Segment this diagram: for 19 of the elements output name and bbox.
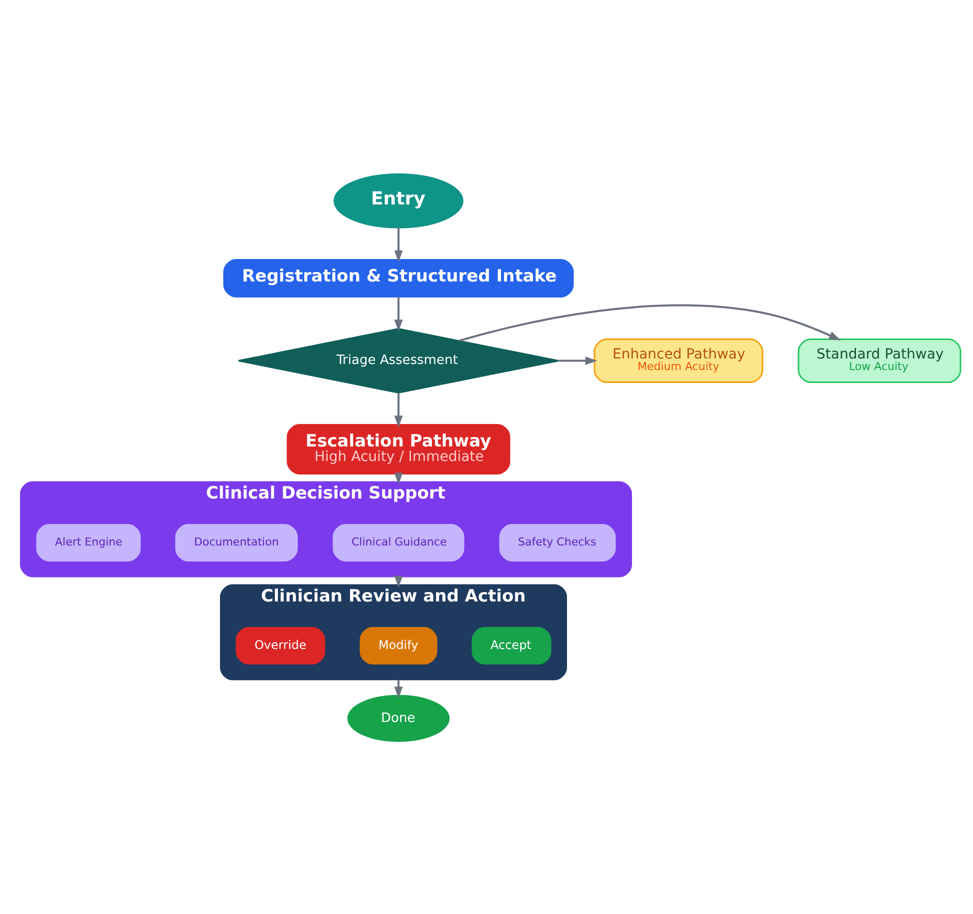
node-box: Modify bbox=[360, 626, 438, 664]
node-box: Accept bbox=[472, 626, 552, 664]
node-diamond: Triage Assessment bbox=[238, 327, 560, 393]
arrow bbox=[458, 304, 841, 342]
node-box: Standard Pathway Low Acuity bbox=[798, 338, 962, 382]
arrow bbox=[394, 296, 403, 332]
node-box: Override bbox=[236, 626, 326, 664]
arrow bbox=[558, 356, 598, 364]
node-ellipse: Entry bbox=[334, 172, 464, 228]
node-box: Documentation bbox=[175, 524, 298, 561]
node-ellipse: Done bbox=[347, 694, 450, 742]
arrow bbox=[394, 392, 403, 428]
node-box: Safety Checks bbox=[499, 524, 616, 561]
arrow bbox=[394, 679, 403, 698]
node-box: Enhanced Pathway Medium Acuity bbox=[594, 338, 764, 382]
node-box: Registration & Structured Intake bbox=[223, 258, 574, 297]
node-box: Clinical Guidance bbox=[332, 524, 464, 561]
arrow bbox=[394, 227, 403, 262]
node-box: Alert Engine bbox=[36, 524, 141, 561]
